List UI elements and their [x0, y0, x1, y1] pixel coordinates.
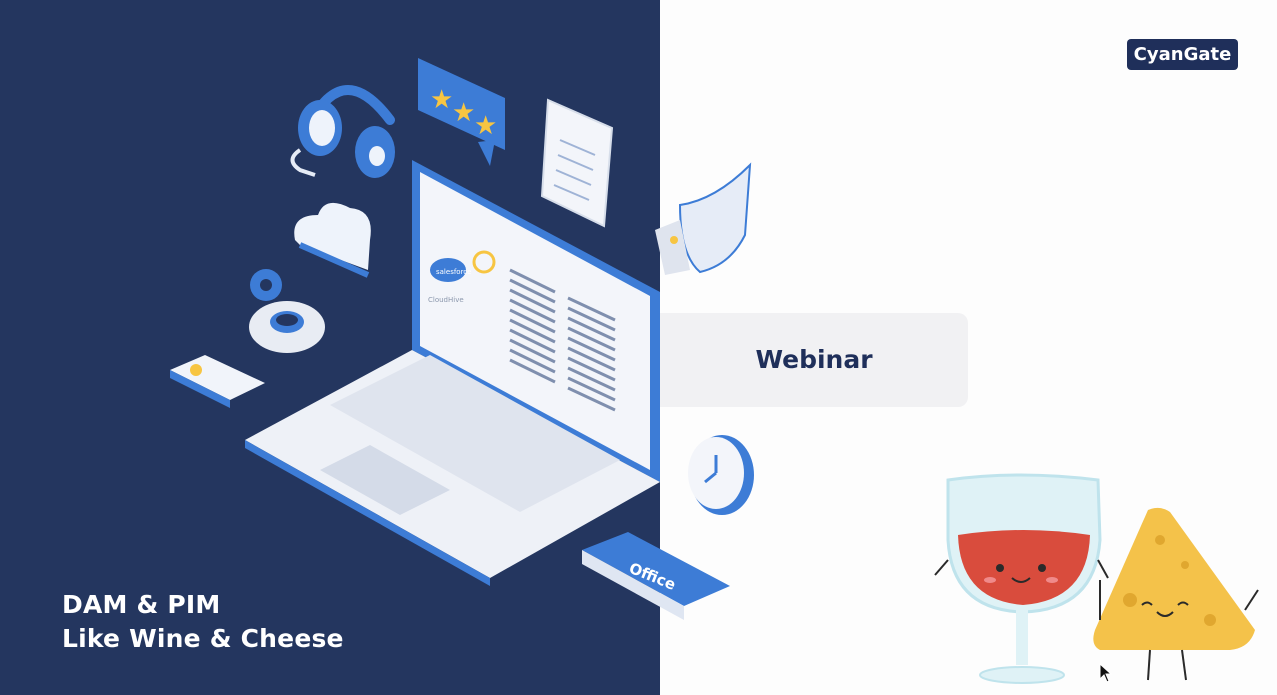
clock-icon: [688, 435, 754, 515]
laptop-app-label-2: CloudHive: [428, 296, 464, 304]
cloud-icon: [294, 202, 371, 278]
webinar-card: Webinar: [660, 313, 968, 407]
svg-text:★: ★: [474, 111, 497, 141]
headset-icon: [290, 85, 395, 178]
svg-text:★: ★: [430, 85, 453, 115]
shield-icon: [655, 162, 752, 275]
card-icon: [170, 355, 265, 408]
mouse-cursor-icon: [1099, 663, 1113, 683]
webinar-label: Webinar: [755, 345, 873, 374]
cheese-icon: [1093, 507, 1259, 681]
wine-glass-icon: [934, 473, 1109, 684]
gear-icon: [249, 269, 325, 353]
laptop: salesforce CloudHive: [245, 160, 660, 586]
rating-stars-icon: ★ ★ ★: [418, 58, 505, 166]
svg-text:★: ★: [452, 98, 475, 128]
folder-icon: Office: [582, 532, 730, 620]
laptop-app-label: salesforce: [436, 268, 471, 276]
brand-logo: CyanGate: [1127, 39, 1238, 70]
slide-title: DAM & PIM Like Wine & Cheese: [62, 588, 344, 656]
document-icon: [540, 98, 614, 228]
title-line-1: DAM & PIM: [62, 590, 221, 619]
title-line-2: Like Wine & Cheese: [62, 624, 344, 653]
